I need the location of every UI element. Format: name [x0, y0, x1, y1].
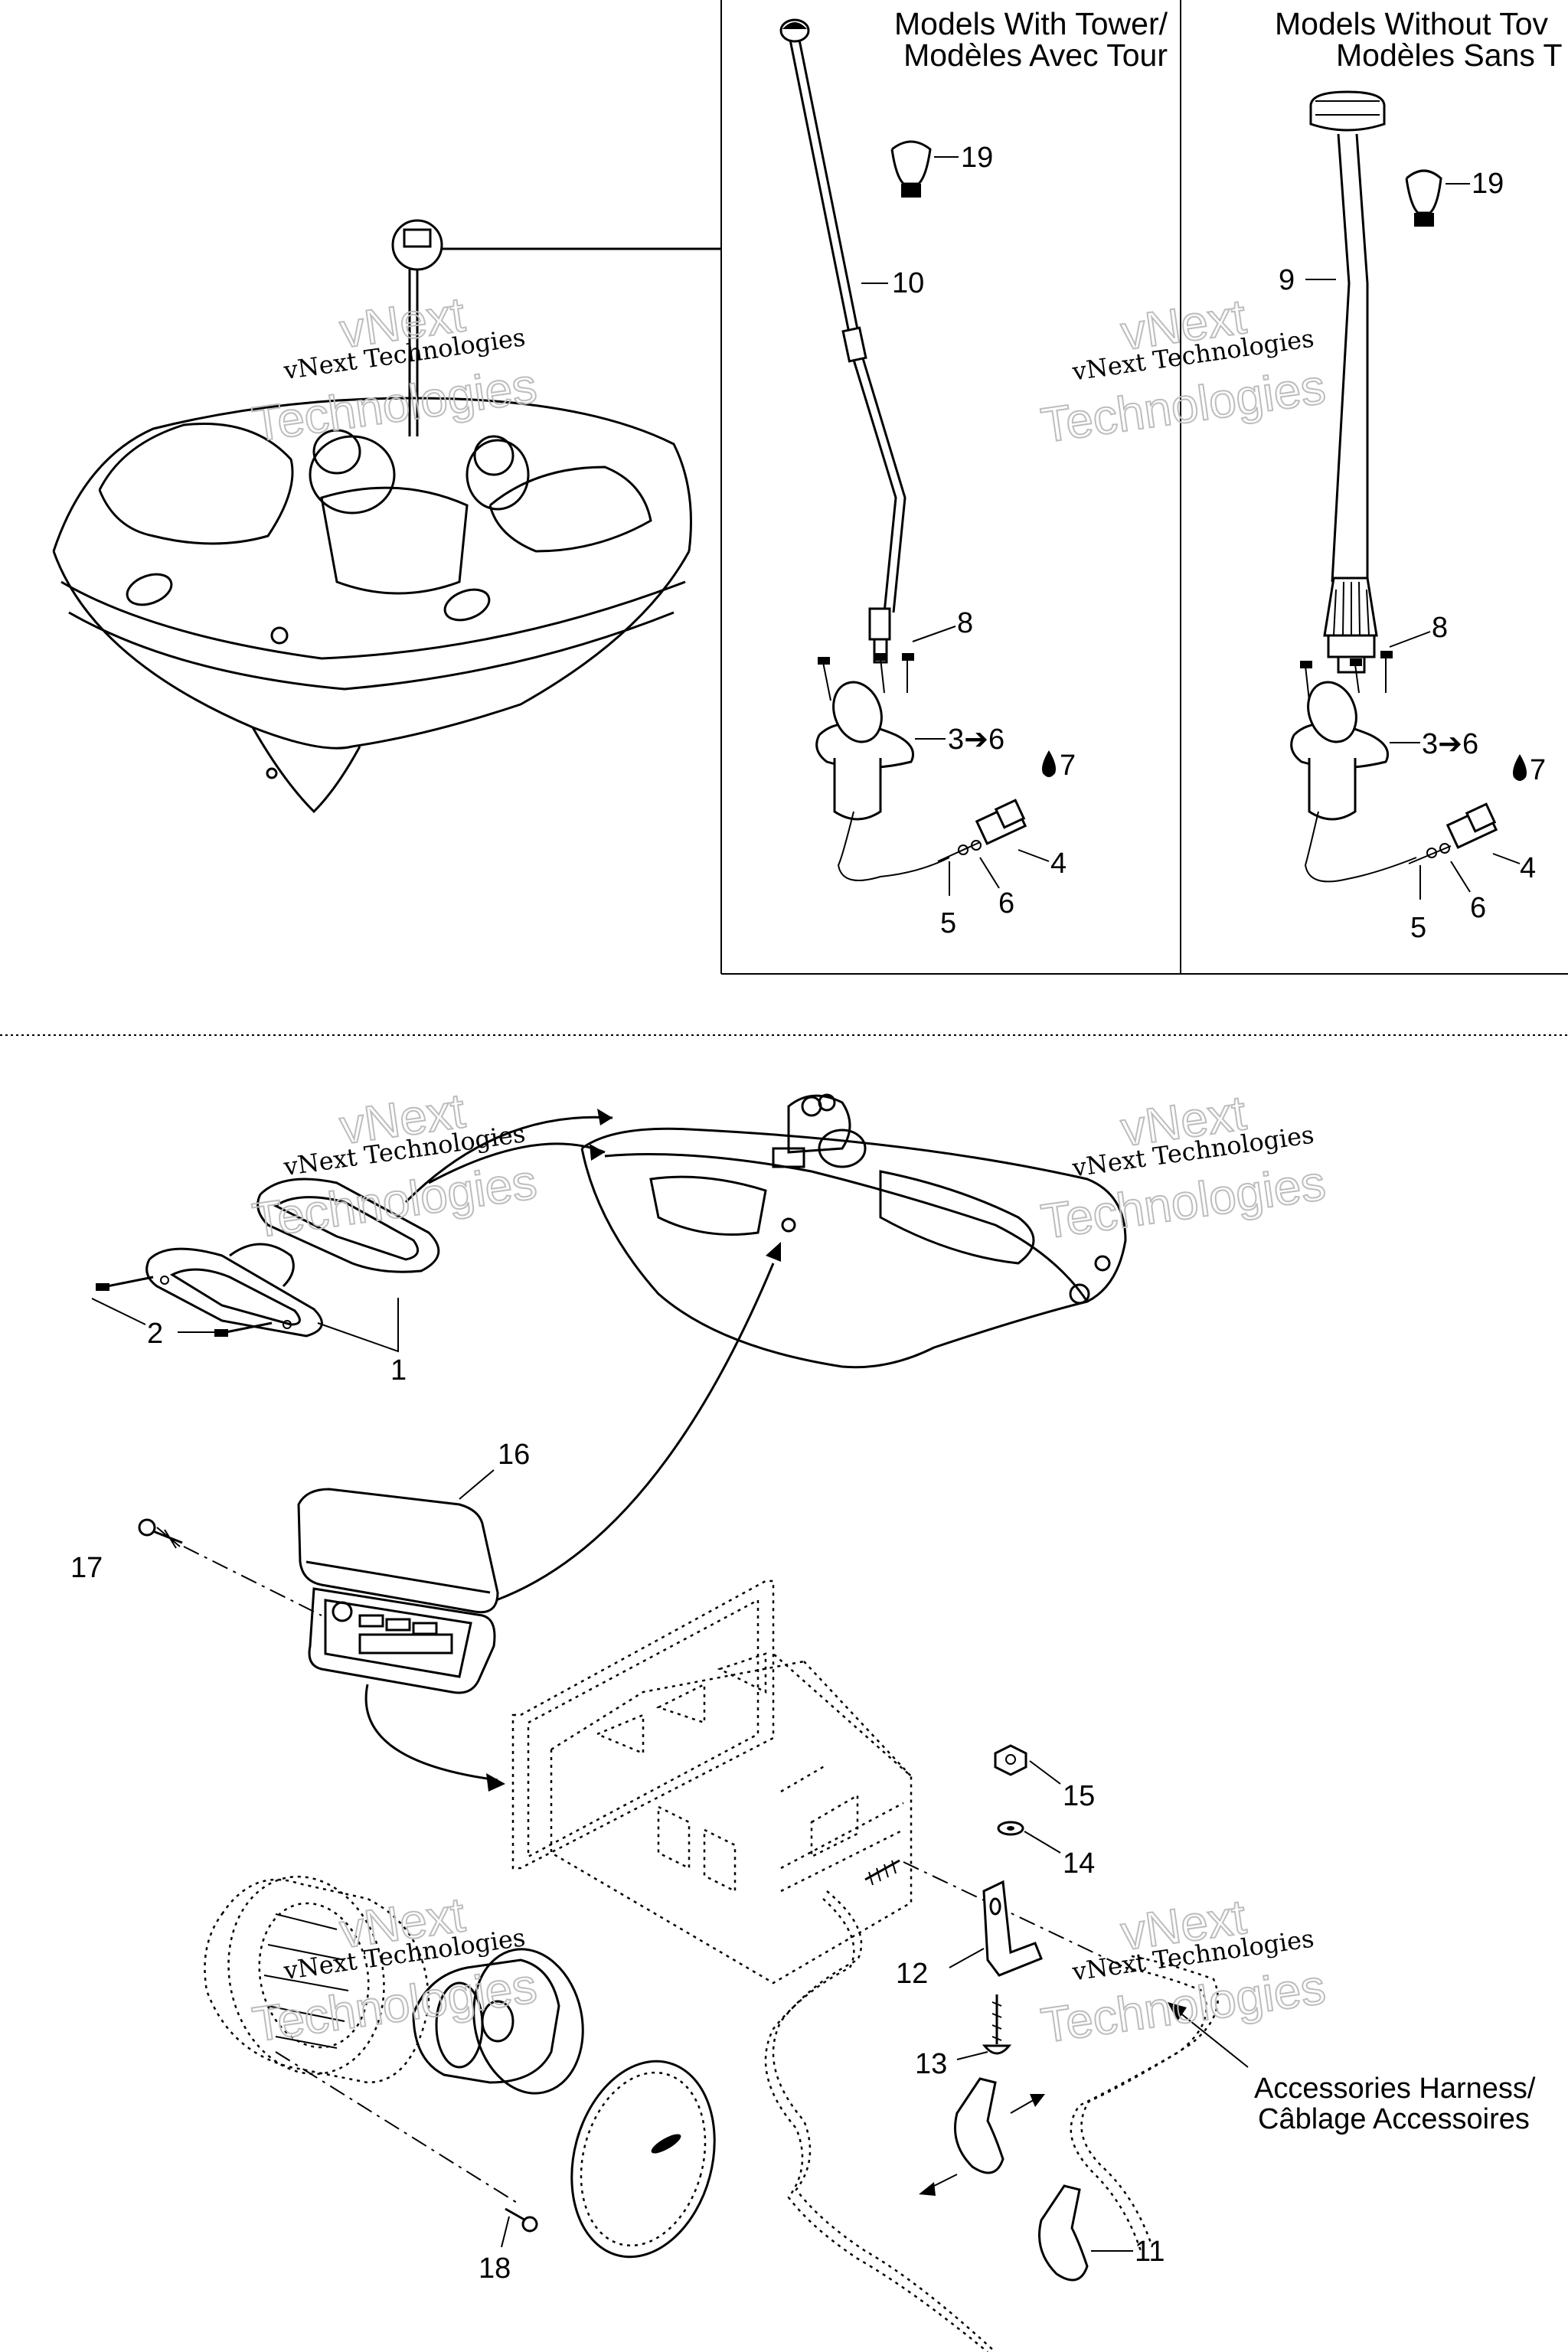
nut-15 [994, 1744, 1027, 1776]
arrow-cover-to-unit [364, 1684, 498, 1782]
header-without-tower-line2: Modèles Sans T [1336, 38, 1563, 73]
leader-2a [91, 1298, 146, 1325]
rear-bolt [864, 1859, 900, 1886]
washer-14 [997, 1821, 1024, 1836]
stereo-cover [297, 1488, 499, 1694]
dash-speaker-18 [275, 2051, 521, 2206]
callout-4-right: 4 [1520, 852, 1536, 884]
callout-8-right: 8 [1432, 612, 1448, 644]
speaker-bezel-assembly [96, 1178, 440, 1338]
leader-4-left [1018, 849, 1050, 862]
callout-5-right: 5 [1410, 912, 1426, 944]
callout-1: 1 [390, 1354, 407, 1387]
callout-9: 9 [1279, 264, 1295, 296]
bulb-19-left [890, 140, 932, 198]
speaker-enclosure [204, 1875, 430, 2084]
leader-13 [956, 2051, 988, 2060]
tower-light-pole [779, 18, 906, 664]
callout-19-left: 19 [961, 142, 993, 174]
bulb-19-right [1405, 169, 1442, 227]
leader-harness [1171, 2005, 1249, 2068]
arrow-head-3 [766, 1242, 781, 1262]
arrow-to-boat-1 [404, 1116, 613, 1204]
dash-17-to-cover [183, 1546, 322, 1616]
drop-icon-left [1042, 750, 1056, 777]
callout-19-right: 19 [1472, 168, 1504, 200]
header-with-tower-line2: Modèles Avec Tour [903, 38, 1168, 73]
callout-12: 12 [896, 1958, 928, 1990]
watermark-bottom-right: vNext vNext Technologies Technologies [1037, 1888, 1329, 2054]
callout-4-left: 4 [1050, 848, 1067, 880]
clamps-11 [954, 2077, 1089, 2282]
callout-2: 2 [147, 1318, 163, 1350]
arrow-head-clamp-1 [1030, 2094, 1045, 2107]
arrow-head-harness [1168, 2002, 1187, 2021]
arrow-head-2 [590, 1144, 605, 1161]
callout-18: 18 [479, 2252, 511, 2285]
callout-7-right: 7 [1530, 754, 1546, 786]
callout-13: 13 [915, 2048, 947, 2080]
watermark-top-left: vNext vNext Technologies Technologies [248, 286, 541, 452]
callout-5-left: 5 [940, 907, 956, 939]
leader-8-left [912, 626, 956, 642]
harness-left-branch-2 [764, 1898, 988, 2352]
arrow-head-1 [597, 1109, 612, 1125]
socket-assembly-right [1290, 651, 1417, 883]
callout-3-6-right: 3➔6 [1422, 728, 1478, 760]
screw-17 [138, 1518, 183, 1549]
connector-right [1408, 802, 1498, 864]
arrow-head-clamp-2 [919, 2182, 936, 2196]
harness-label-line2: Câblage Accessoires [1258, 2103, 1530, 2135]
screw-18 [505, 2207, 538, 2233]
watermark-mid-left: vNext vNext Technologies Technologies [248, 1082, 541, 1249]
arrow-to-boat-2 [428, 1142, 606, 1184]
leader-8-right [1389, 631, 1431, 648]
leader-6-right [1450, 861, 1471, 893]
watermark-mid-right: vNext vNext Technologies Technologies [1037, 1084, 1329, 1250]
leader-1 [317, 1298, 399, 1353]
leader-16 [459, 1469, 495, 1500]
callout-11: 11 [1135, 2236, 1165, 2268]
socket-assembly-left [815, 653, 950, 881]
drop-icon-right [1513, 754, 1527, 781]
callout-16: 16 [498, 1439, 530, 1471]
leader-12 [949, 1948, 985, 1968]
callout-14: 14 [1063, 1847, 1095, 1880]
callout-8-left: 8 [957, 607, 973, 639]
callout-15: 15 [1063, 1780, 1095, 1812]
arrow-stereo-to-boat [495, 1263, 775, 1602]
leader-14 [1024, 1831, 1061, 1854]
arrow-head-4 [486, 1773, 505, 1792]
stereo-head-unit [511, 1579, 913, 1984]
header-with-tower-line1: Models With Tower/ [894, 6, 1168, 41]
callout-10: 10 [892, 267, 924, 299]
leader-4-right [1492, 853, 1521, 864]
harness-label-line1: Accessories Harness/ [1254, 2073, 1536, 2105]
screw-13 [982, 1994, 1012, 2055]
header-without-tower-line1: Models Without Tov [1275, 6, 1549, 41]
speaker-driver [412, 1948, 584, 2095]
leader-6-left [979, 857, 1000, 889]
frame-lines [0, 0, 1568, 1036]
connector-left [937, 799, 1027, 862]
harness-right-branch-2 [1080, 1955, 1219, 2248]
dash-bolt-line [903, 1861, 1126, 1968]
speaker-grille [570, 2060, 716, 2259]
callout-3-6-left: 3➔6 [948, 724, 1004, 756]
callout-7-left: 7 [1060, 750, 1076, 782]
bracket-12 [982, 1880, 1043, 1977]
callout-17: 17 [70, 1552, 103, 1584]
callout-6-right: 6 [1470, 892, 1486, 924]
boat-rear-view [52, 219, 721, 814]
watermark-bottom-left: vNext vNext Technologies Technologies [248, 1886, 541, 2053]
boat-top-view [580, 1093, 1127, 1369]
leader-18 [501, 2216, 510, 2248]
callout-6-left: 6 [998, 887, 1014, 920]
watermark-top-right: vNext vNext Technologies Technologies [1037, 288, 1329, 454]
leader-15 [1029, 1760, 1061, 1785]
